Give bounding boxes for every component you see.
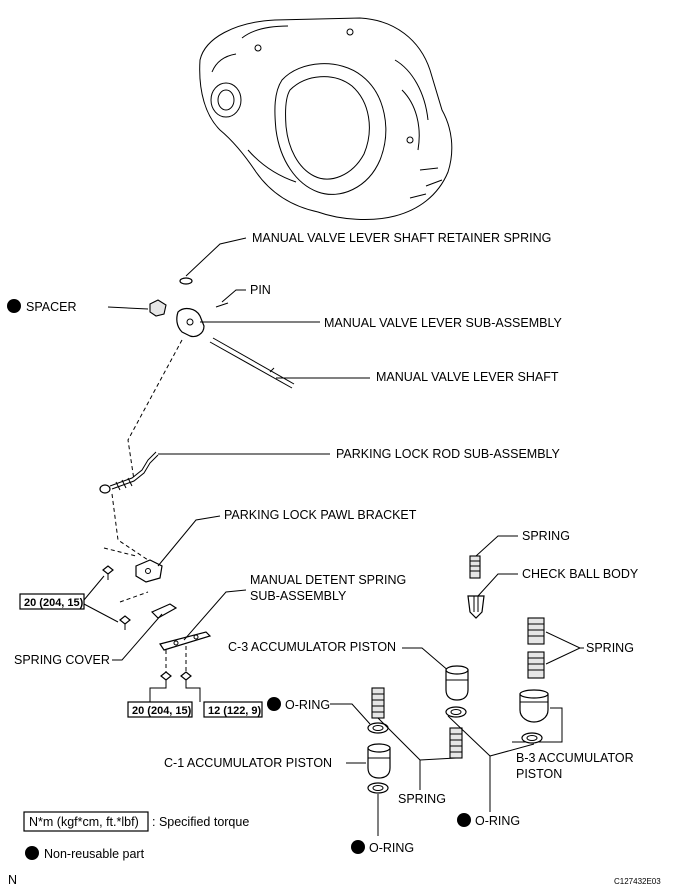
spacer-leader xyxy=(107,306,149,310)
c1-piston-part xyxy=(367,743,391,779)
non-reusable-dot-o-ring-upper xyxy=(267,697,281,711)
o-ring-upper-leader xyxy=(330,703,371,725)
detent-bolt-2 xyxy=(180,671,192,681)
o-ring-upper-label: O-RING xyxy=(285,698,330,712)
lever-sub-assembly-part xyxy=(176,307,205,338)
b3-piston-part xyxy=(519,689,549,723)
spring-cover-label: SPRING COVER xyxy=(14,653,110,667)
bolt-dashed-guide-1 xyxy=(103,547,137,557)
spring-right-label: SPRING xyxy=(586,641,634,655)
pin-leader xyxy=(221,289,246,303)
lever-sub-assembly-label: MANUAL VALVE LEVER SUB-ASSEMBLY xyxy=(324,316,562,330)
spring-bottom-label: SPRING xyxy=(398,792,446,806)
c3-o-ring xyxy=(445,706,467,718)
legend-torque-desc: : Specified torque xyxy=(152,815,249,829)
spring-top-leader xyxy=(475,535,518,557)
non-reusable-dot-o-ring-mid xyxy=(457,813,471,827)
bracket-torque-value: 20 (204, 15) xyxy=(24,597,84,609)
corner-letter: N xyxy=(8,873,17,887)
detent-bolt-1 xyxy=(160,671,172,681)
spring-right-lower-part xyxy=(527,651,545,679)
o-ring-mid-leader xyxy=(447,715,535,812)
detent-spring-leader xyxy=(183,589,247,641)
pin-part xyxy=(215,302,229,308)
b3-piston-label-line1: B-3 ACCUMULATOR xyxy=(516,751,634,765)
spring-right-leader xyxy=(545,631,584,665)
pawl-bracket-leader xyxy=(157,515,221,567)
legend-non-reusable-dot xyxy=(25,846,39,860)
pawl-bracket-label: PARKING LOCK PAWL BRACKET xyxy=(224,508,417,522)
check-ball-body-label: CHECK BALL BODY xyxy=(522,567,639,581)
check-ball-body-leader xyxy=(477,573,518,597)
retainer-spring-part xyxy=(179,277,193,285)
figure-code: C127432E03 xyxy=(614,877,661,886)
transaxle-housing xyxy=(199,17,453,220)
spring-mid-left-part xyxy=(371,687,385,719)
b3-o-ring xyxy=(521,732,543,744)
spring-top-part xyxy=(469,555,481,579)
c1-o-ring-part xyxy=(367,782,389,794)
spring-top-label: SPRING xyxy=(522,529,570,543)
spring-cover-leader xyxy=(112,613,163,661)
legend-non-reusable-text: Non-reusable part xyxy=(44,847,145,861)
detent-torque-right-value: 12 (122, 9) xyxy=(208,705,262,717)
spring-right-upper-part xyxy=(527,617,545,645)
spring-bottom-leader xyxy=(377,717,457,790)
detent-spring-part xyxy=(159,631,212,651)
bracket-torque-leaders xyxy=(83,575,119,623)
c3-piston-leader xyxy=(402,647,451,673)
non-reusable-dot-o-ring-bottom xyxy=(351,840,365,854)
bracket-bolt-2 xyxy=(119,615,131,625)
bracket-bolt-1 xyxy=(102,565,114,575)
detent-torque-box-right xyxy=(203,701,263,718)
bracket-dashed-guide xyxy=(111,493,149,561)
o-ring-mid-label: O-RING xyxy=(475,814,520,828)
detent-spring-label-line1: MANUAL DETENT SPRING xyxy=(250,573,406,587)
check-ball-body-part xyxy=(467,595,485,619)
pin-label: PIN xyxy=(250,283,271,297)
retainer-spring-leader xyxy=(185,237,247,277)
lever-shaft-part xyxy=(209,337,295,389)
o-ring-bottom-label: O-RING xyxy=(369,841,414,855)
c1-piston-label: C-1 ACCUMULATOR PISTON xyxy=(164,756,332,770)
detent-torque-box-left xyxy=(127,701,193,718)
detent-torque-leaders xyxy=(149,680,201,702)
non-reusable-dot-spacer xyxy=(7,299,21,313)
pawl-bracket-part xyxy=(135,559,163,583)
spring-cover-part xyxy=(150,603,178,619)
parking-lock-rod-part xyxy=(99,451,159,494)
spacer-part xyxy=(149,299,167,317)
detent-spring-label-line2: SUB-ASSEMBLY xyxy=(250,589,347,603)
rod-dashed-guide xyxy=(127,339,183,481)
spring-mid-right-part xyxy=(449,727,463,759)
lever-shaft-label: MANUAL VALVE LEVER SHAFT xyxy=(376,370,559,384)
b3-piston-label-line2: PISTON xyxy=(516,767,562,781)
legend-torque-box xyxy=(23,811,149,832)
c3-piston-part xyxy=(445,665,469,701)
bolt-dashed-guide-2 xyxy=(119,591,149,603)
c3-piston-label: C-3 ACCUMULATOR PISTON xyxy=(228,640,396,654)
detent-dashed-guides xyxy=(165,646,187,672)
spacer-label: SPACER xyxy=(26,300,76,314)
bracket-torque-box xyxy=(19,593,85,610)
detent-torque-left-value: 20 (204, 15) xyxy=(132,705,192,717)
parking-lock-rod-label: PARKING LOCK ROD SUB-ASSEMBLY xyxy=(336,447,561,461)
legend-torque-unit: N*m (kgf*cm, ft.*lbf) xyxy=(29,815,139,829)
retainer-spring-label: MANUAL VALVE LEVER SHAFT RETAINER SPRING xyxy=(252,231,551,245)
